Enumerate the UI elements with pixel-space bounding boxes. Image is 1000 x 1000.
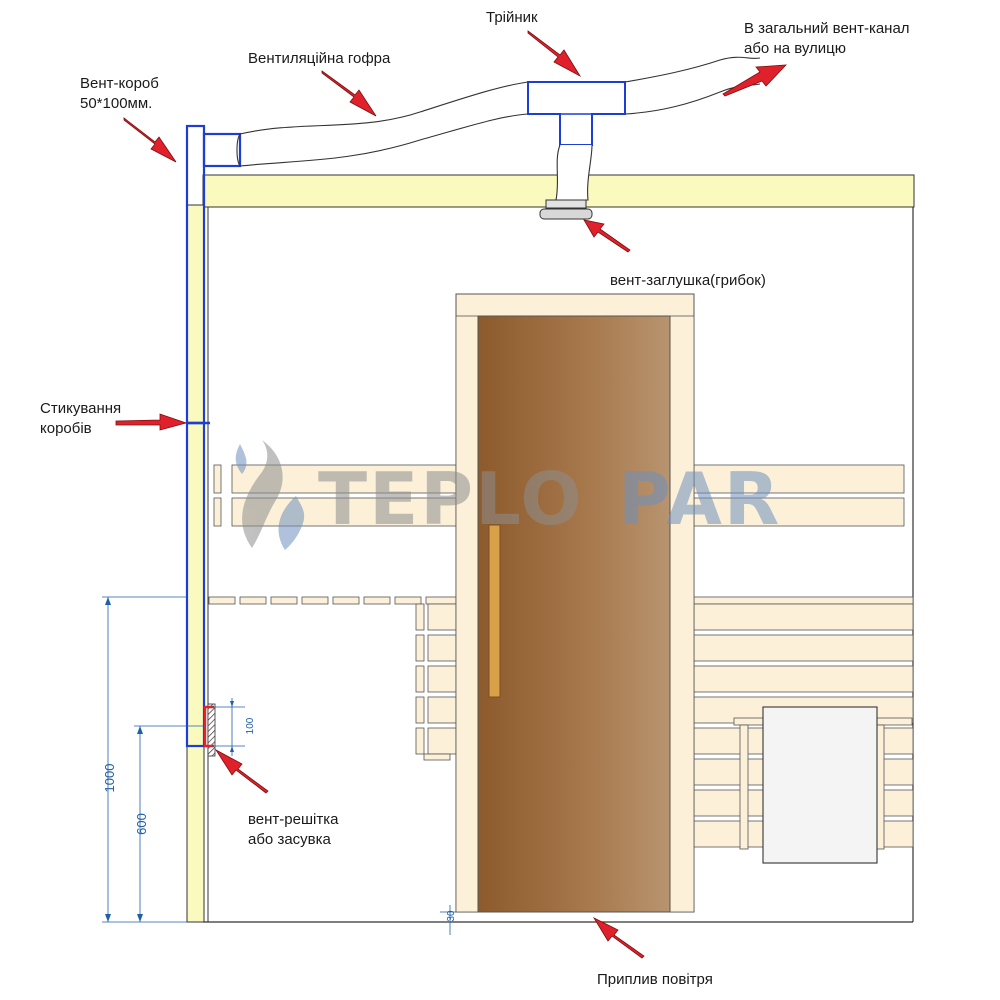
label-main-duct: В загальний вент-канал bbox=[744, 20, 910, 37]
arrow-tee bbox=[527, 30, 582, 78]
door bbox=[455, 293, 695, 913]
bench-left-stack bbox=[415, 603, 457, 761]
water-drop-icon bbox=[278, 496, 305, 550]
label-mushroom: вент-заглушка(грибок) bbox=[610, 272, 766, 289]
left-wall-strip bbox=[186, 204, 205, 923]
arrow-main-duct bbox=[722, 64, 787, 97]
label-main-duct-line2: або на вулицю bbox=[744, 40, 846, 57]
down-duct bbox=[539, 144, 593, 220]
watermark-text-par: PAR bbox=[618, 457, 781, 541]
vent-box bbox=[185, 124, 242, 748]
label-joint-line2: коробів bbox=[40, 420, 92, 437]
door-leaf bbox=[477, 315, 671, 913]
flame-icon bbox=[242, 440, 283, 548]
arrow-vent-box bbox=[123, 117, 177, 163]
label-grille: вент-решітка bbox=[248, 811, 339, 828]
mushroom-vent-cap-top bbox=[545, 199, 587, 209]
dimension-600: 600 bbox=[134, 813, 149, 835]
dimension-100: 100 bbox=[245, 717, 256, 734]
vent-grille-hatch bbox=[207, 703, 216, 757]
label-grille-line2: або засувка bbox=[248, 831, 332, 848]
label-inflow: Приплив повітря bbox=[597, 971, 713, 988]
pointer-arrows bbox=[115, 30, 787, 959]
watermark-text-teplo: TEPLO bbox=[318, 457, 584, 541]
arrow-grille bbox=[214, 748, 269, 794]
arrow-mushroom bbox=[583, 219, 631, 253]
arrow-joint bbox=[115, 413, 188, 431]
arrow-inflow bbox=[592, 917, 645, 959]
tee-fitting bbox=[527, 81, 626, 146]
door-frame-inner bbox=[455, 315, 479, 913]
label-tee: Трійник bbox=[486, 9, 538, 26]
arrow-corrugation bbox=[321, 70, 377, 117]
dimension-lines bbox=[102, 596, 456, 935]
door-frame-inner-right bbox=[669, 315, 695, 913]
watermark: TEPLO PAR bbox=[235, 440, 781, 550]
corrugated-duct bbox=[236, 81, 529, 167]
small-flame-icon bbox=[235, 444, 247, 474]
heater bbox=[762, 706, 878, 864]
mushroom-vent-cap bbox=[539, 208, 593, 220]
door-handle bbox=[488, 524, 501, 698]
vent-grille-frame bbox=[203, 705, 214, 748]
dimension-30: 30 bbox=[446, 910, 457, 922]
vent-box-outlet bbox=[202, 132, 242, 168]
label-corrugation: Вентиляційна гофра bbox=[248, 50, 391, 67]
label-vent-box: Вент-короб bbox=[80, 75, 159, 92]
vent-grille bbox=[203, 703, 216, 757]
label-joint: Стикування bbox=[40, 400, 121, 417]
bench-slats-left bbox=[208, 596, 457, 605]
label-vent-box-size: 50*100мм. bbox=[80, 95, 152, 112]
dimension-1000: 1000 bbox=[102, 764, 117, 793]
